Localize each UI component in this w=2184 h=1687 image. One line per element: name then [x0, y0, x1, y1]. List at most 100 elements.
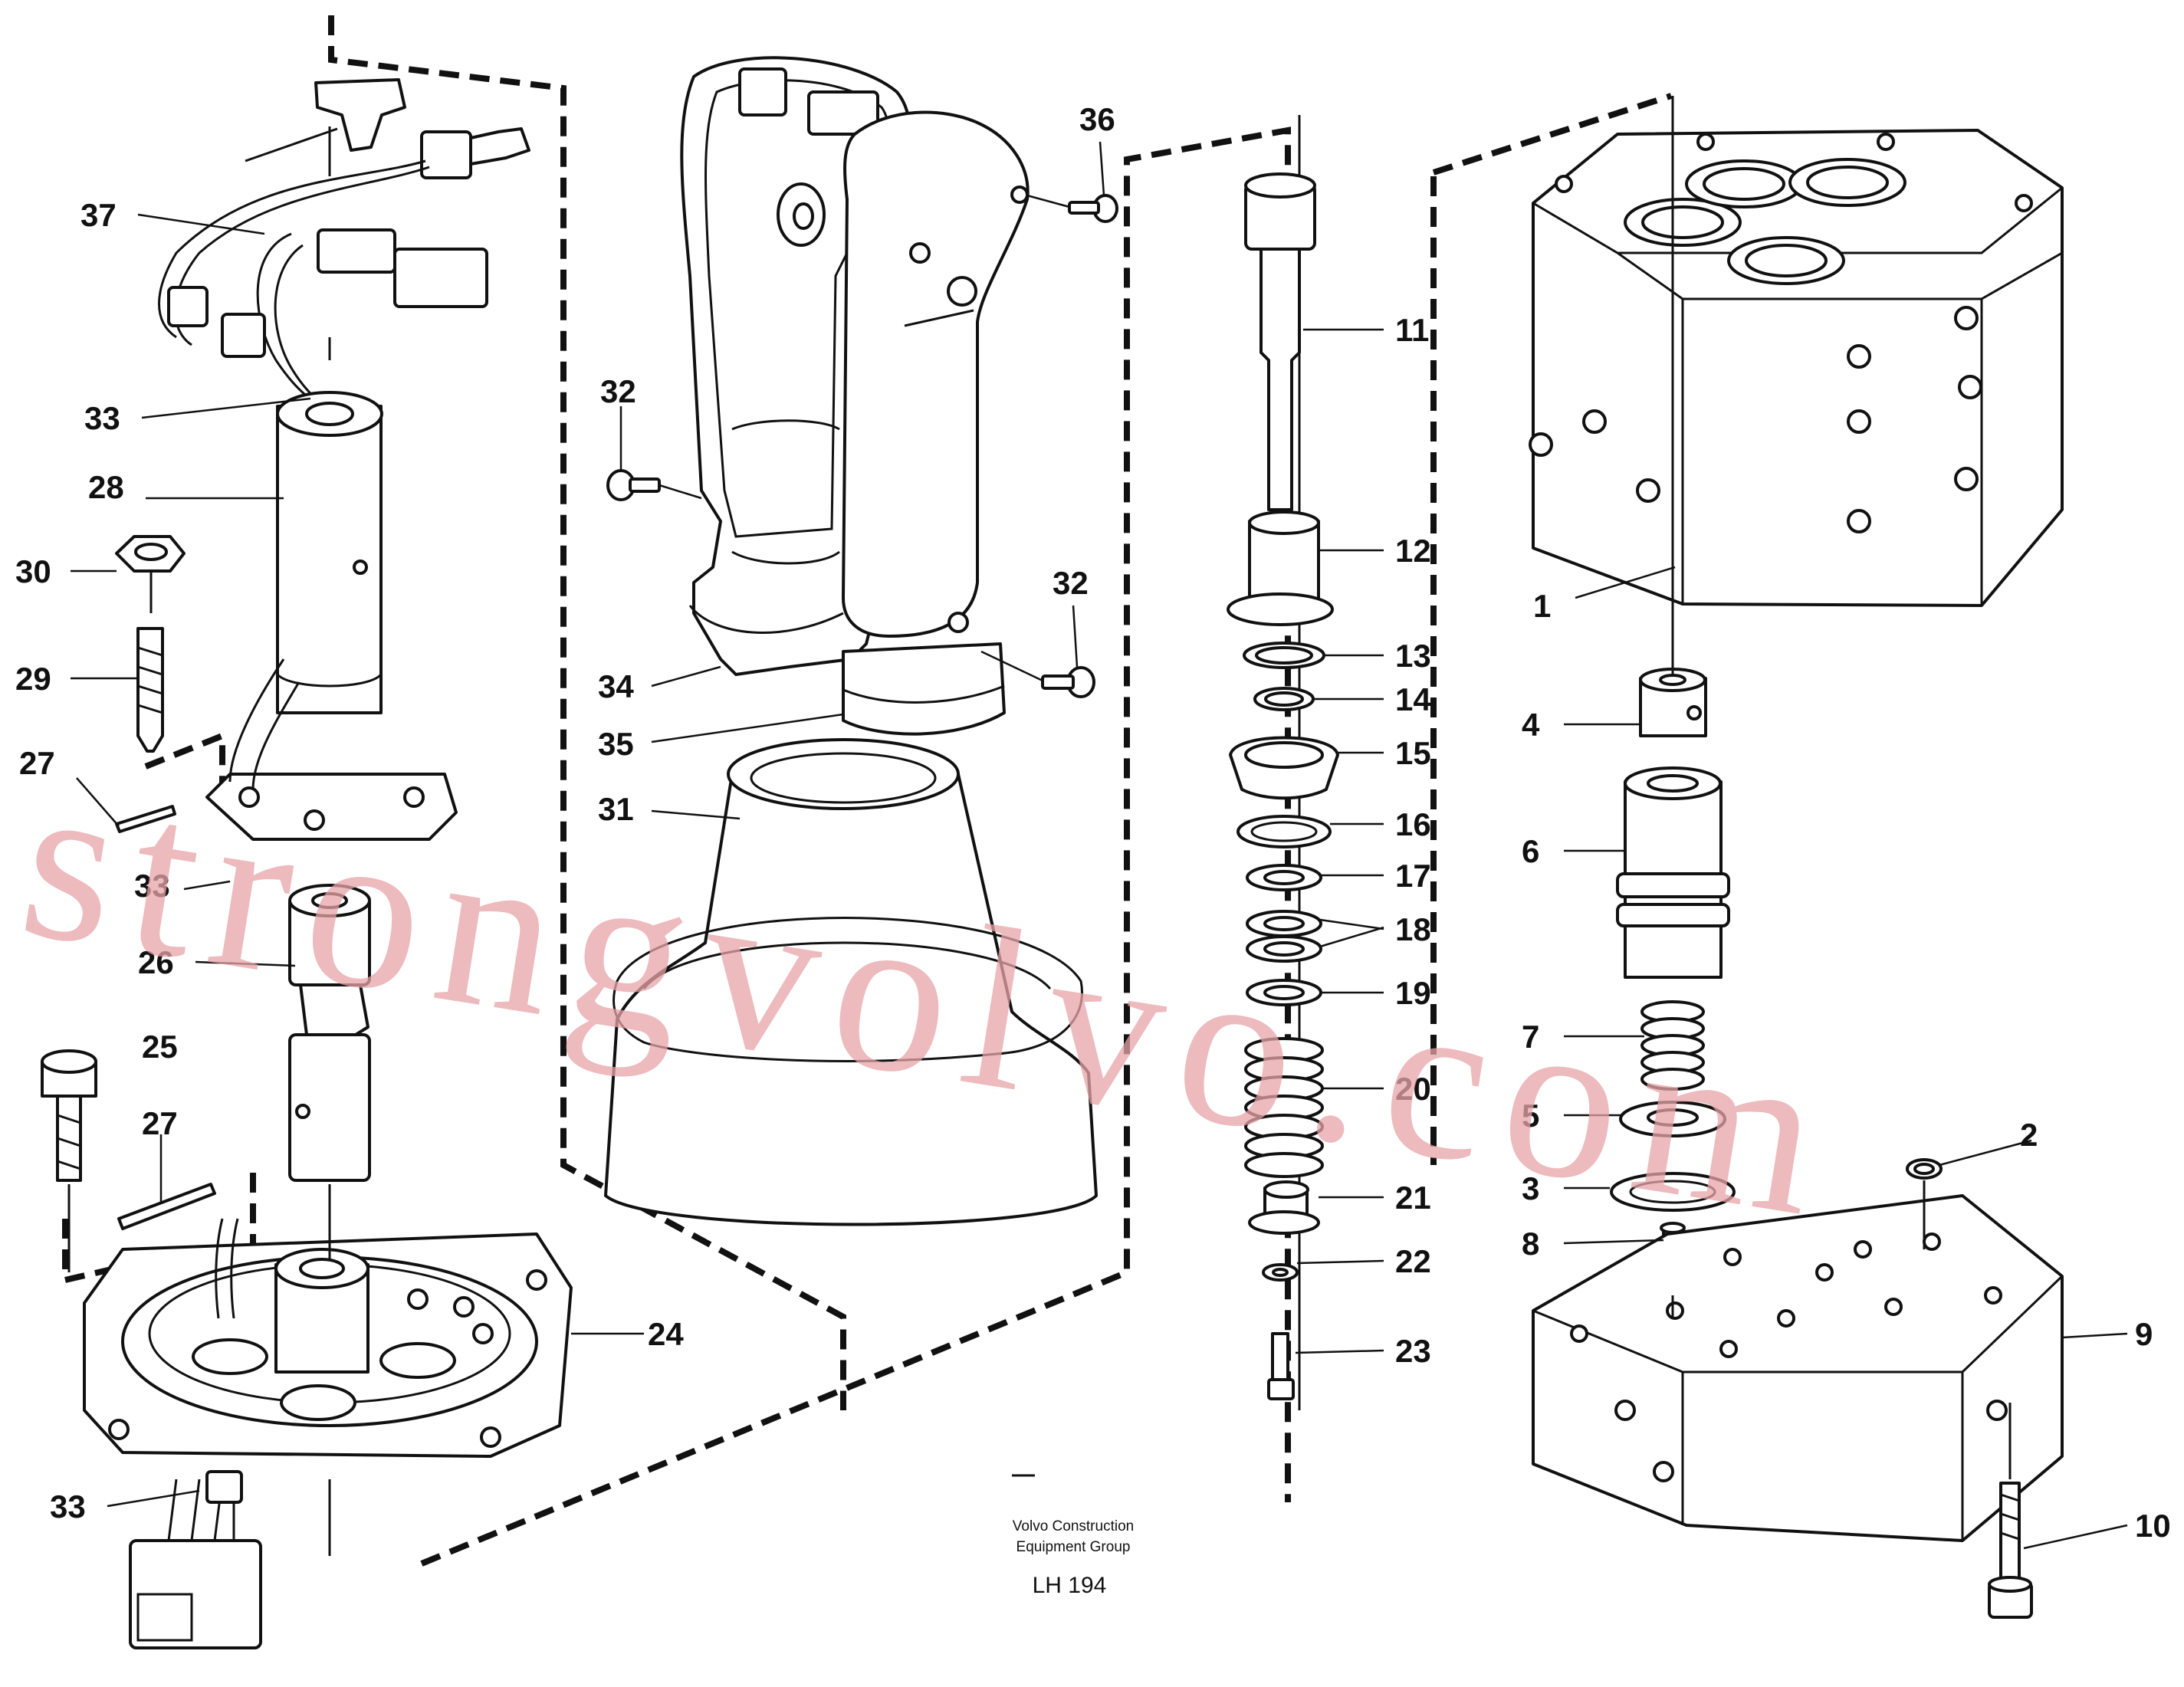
housing-top-hole-2 — [1877, 133, 1895, 151]
handle-grip-hole-1 — [909, 242, 931, 264]
leader-18a — [1319, 926, 1384, 948]
callout-28: 28 — [88, 469, 124, 505]
handle-collar — [842, 642, 1006, 736]
callout-18: 18 — [1395, 911, 1431, 947]
leader-34 — [651, 665, 721, 688]
leader-23 — [1295, 1349, 1384, 1354]
set-screw-thread-1 — [137, 646, 163, 657]
base-cable — [215, 1218, 239, 1319]
guide-bushing-top — [1248, 510, 1320, 535]
leader-33a — [141, 397, 311, 419]
plate-side-hole-2 — [1653, 1461, 1674, 1482]
handle-grip-hole-3 — [947, 276, 977, 307]
housing-port-3-bore — [1806, 166, 1889, 199]
housing-face-hole-3 — [1958, 375, 1982, 399]
center-assembly — [604, 56, 1118, 1226]
plug-wires — [167, 1479, 235, 1541]
callout-12: 12 — [1395, 533, 1431, 569]
cap-screw-thread-1 — [57, 1114, 81, 1124]
housing-face-hole-5 — [1954, 467, 1979, 491]
screw-10-thread-2 — [2000, 1512, 2020, 1521]
plate-hole-10 — [1923, 1232, 1941, 1251]
connector-left — [167, 286, 209, 327]
guide-bushing-flange — [1227, 592, 1334, 626]
callout-33-plug: 33 — [50, 1488, 86, 1525]
housing-side-hole-3 — [1636, 478, 1660, 503]
callout-25: 25 — [142, 1029, 178, 1065]
switch-nut — [469, 127, 530, 166]
set-screw-thread-2 — [137, 665, 163, 676]
leader-36 — [1099, 141, 1105, 196]
callout-3: 3 — [1522, 1170, 1539, 1206]
callout-22: 22 — [1395, 1243, 1431, 1279]
callout-5: 5 — [1522, 1098, 1539, 1134]
housing-port-1-bore — [1641, 205, 1724, 239]
housing-top-hole-3 — [2015, 194, 2033, 212]
callout-17: 17 — [1395, 858, 1431, 894]
handle-grip-hole-2 — [1010, 185, 1029, 204]
set-screw-thread-3 — [137, 684, 163, 695]
leader-8 — [1563, 1239, 1664, 1245]
callout-35: 35 — [598, 726, 634, 762]
callout-30: 30 — [15, 553, 51, 589]
cap-screw-top — [41, 1049, 97, 1074]
handle-boss-hole — [793, 202, 814, 230]
callout-29: 29 — [15, 661, 51, 697]
callout-37: 37 — [80, 197, 117, 233]
boot-top-inner — [750, 752, 937, 804]
spring-7 — [1640, 1000, 1705, 1091]
knob-part — [314, 78, 406, 152]
leader-33c — [107, 1489, 200, 1508]
handle-lip — [688, 605, 844, 634]
microswitch-1 — [317, 228, 396, 274]
screw-10-thread-1 — [2000, 1493, 2020, 1502]
sleeve-ring-2 — [1616, 903, 1730, 927]
connector-right — [221, 313, 266, 358]
base-hole-1 — [407, 1288, 429, 1310]
tube-clip — [228, 658, 301, 790]
shim-18b-hole — [1263, 941, 1305, 957]
screw-23-shank — [1271, 1332, 1289, 1385]
washer-17-hole — [1263, 870, 1305, 885]
drawing-code: LH 194 — [1033, 1573, 1107, 1598]
handle-collar-groove — [842, 684, 1005, 704]
shim-18a-hole — [1263, 916, 1305, 931]
spring-seat-flange — [1248, 1210, 1320, 1235]
callout-33-clip: 33 — [134, 868, 170, 904]
dashed-outline-handle — [328, 15, 846, 1410]
plug-connector — [129, 1539, 262, 1649]
boot-base-ring — [613, 917, 1083, 1062]
cap-screw-thread-3 — [57, 1160, 81, 1170]
housing-side-hole-1 — [1529, 432, 1553, 457]
screw-32-lower-line — [980, 650, 1043, 682]
left-assembly — [41, 78, 573, 1649]
callout-15: 15 — [1395, 735, 1431, 771]
leader-31 — [651, 809, 741, 820]
callout-32-upper: 32 — [600, 373, 636, 409]
set-screw-thread-4 — [137, 704, 163, 714]
callout-8: 8 — [1522, 1226, 1539, 1262]
handle-grip-crease — [904, 309, 974, 327]
spool-top-hole — [1686, 705, 1702, 720]
leader-10 — [2023, 1524, 2128, 1550]
leader-32b — [1072, 605, 1079, 668]
base-hole-2 — [453, 1296, 475, 1318]
housing-top-hole-1 — [1555, 175, 1573, 193]
dashed-outline-bracket-left — [62, 1219, 116, 1285]
ring-13-hole — [1255, 646, 1313, 665]
screw-10-thread-3 — [2000, 1531, 2020, 1541]
boot-base-inner — [642, 941, 1052, 990]
base-corner-hole-3 — [526, 1269, 547, 1291]
seal-cup-opening — [1244, 741, 1324, 769]
screw-32-lower — [1041, 666, 1095, 698]
plate-hole-7 — [1723, 1248, 1742, 1266]
leader-22 — [1296, 1259, 1384, 1265]
callout-20: 20 — [1395, 1071, 1431, 1107]
callout-33-wire: 33 — [84, 400, 120, 436]
leader-2 — [1939, 1139, 2032, 1167]
sleeve-ring-1 — [1616, 872, 1730, 898]
leader-37 — [137, 213, 265, 235]
callout-labels: 37 33 28 30 29 27 33 26 25 27 24 33 32 3… — [15, 101, 2171, 1544]
callout-21: 21 — [1395, 1180, 1431, 1216]
base-port-1 — [192, 1338, 268, 1375]
